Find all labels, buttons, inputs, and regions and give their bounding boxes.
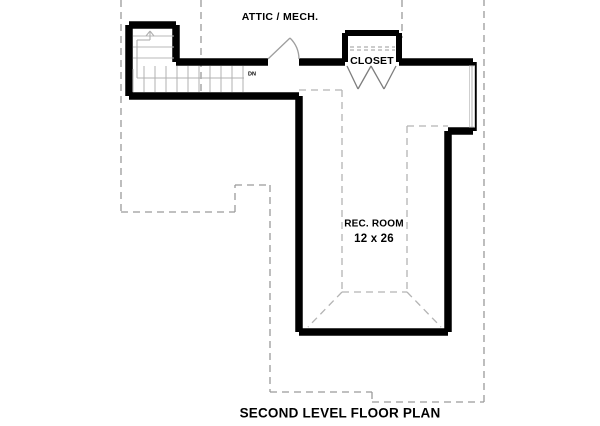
rec-room-dimensions-label: 12 x 26 <box>354 233 394 245</box>
attic-mech-label: ATTIC / MECH. <box>242 11 319 23</box>
closet-fixtures <box>346 46 397 90</box>
exterior-walls <box>125 21 477 336</box>
attic-door <box>267 37 300 60</box>
stair-direction-label: DN <box>248 71 256 77</box>
closet-label: CLOSET <box>350 55 394 67</box>
staircase: DN <box>132 30 256 92</box>
rec-room-ceiling-lines <box>299 89 448 328</box>
window-right-wall <box>469 65 475 128</box>
page-title: SECOND LEVEL FLOOR PLAN <box>240 406 441 421</box>
roof-overhang-outline <box>120 0 485 403</box>
rec-room-name-label: REC. ROOM <box>344 219 404 230</box>
